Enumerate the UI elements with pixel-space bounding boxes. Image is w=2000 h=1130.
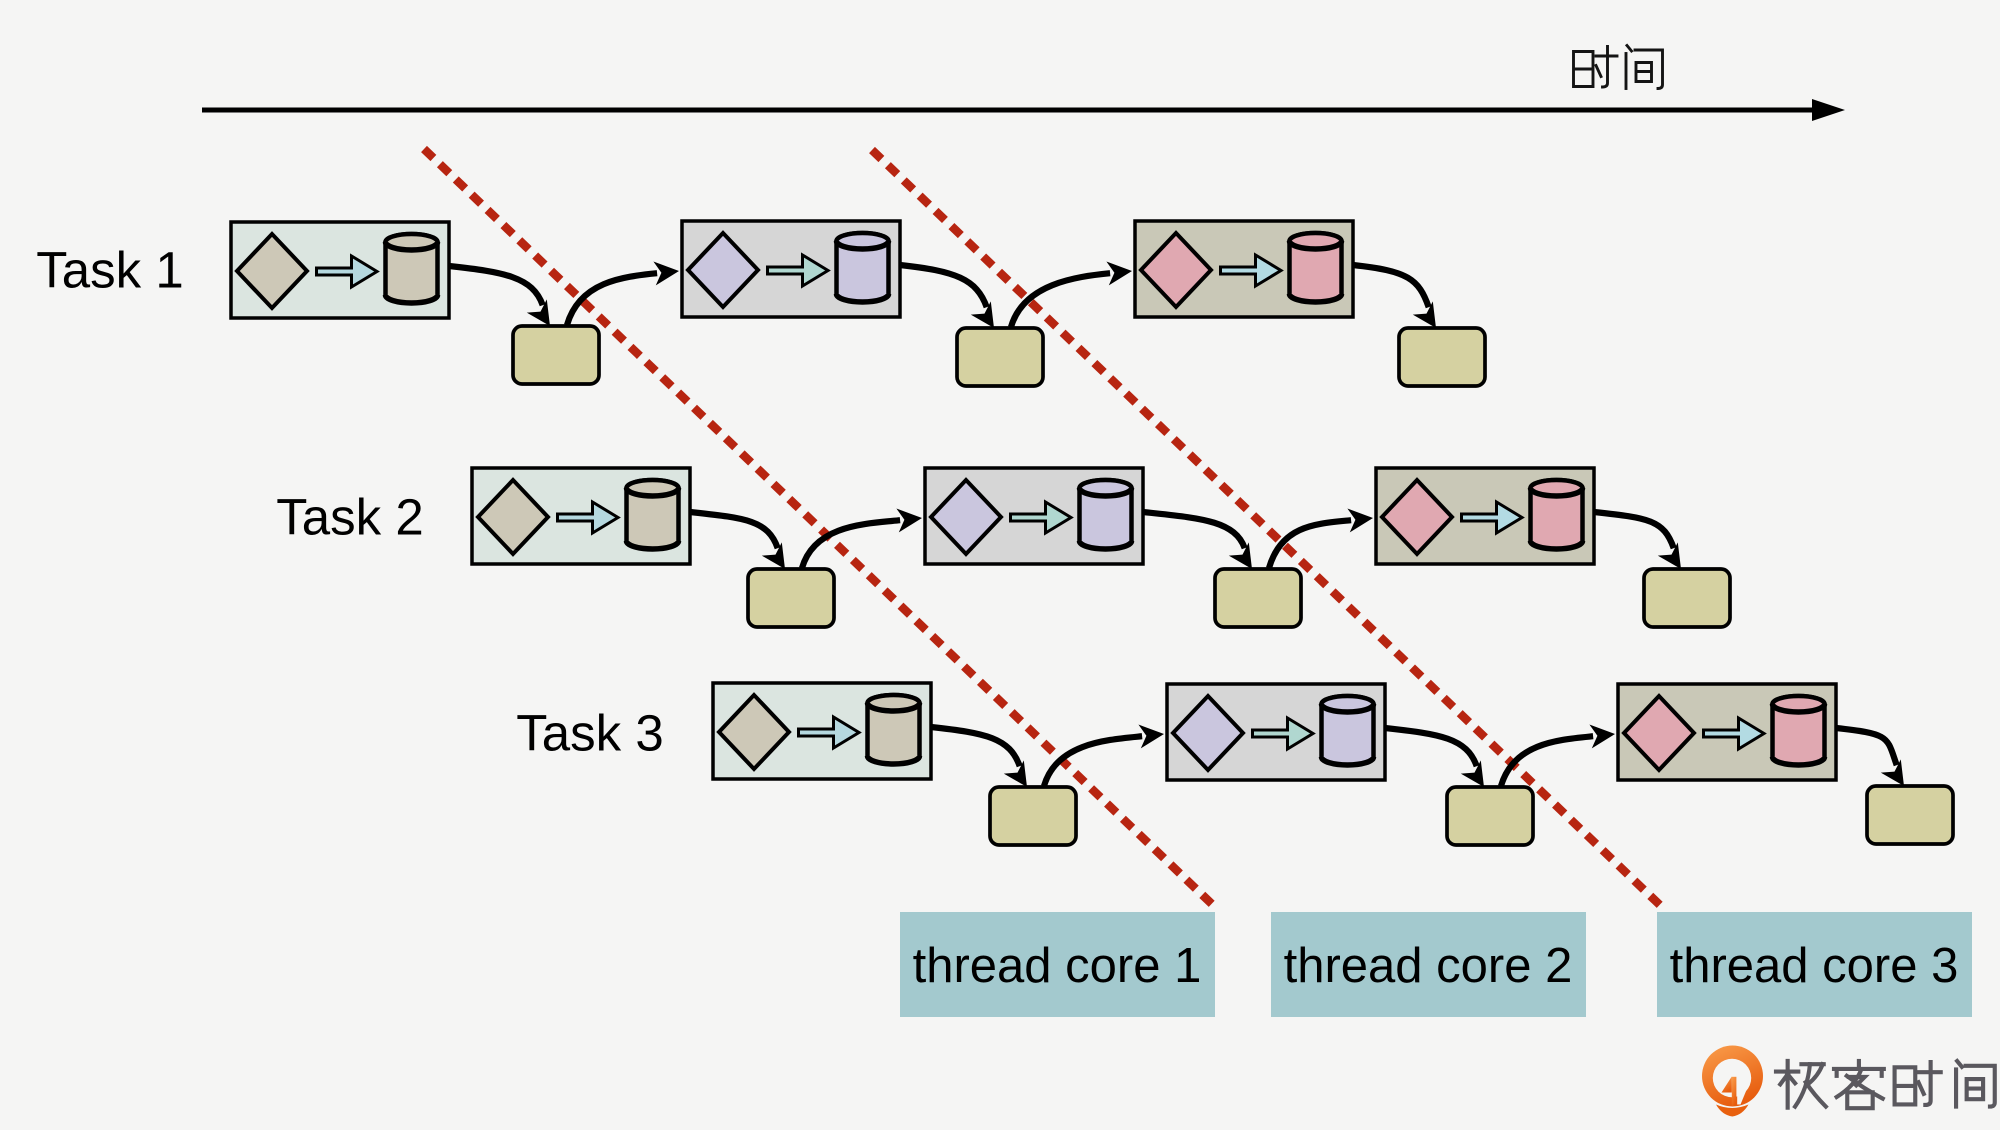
svg-text:Task 2: Task 2 xyxy=(276,489,423,546)
svg-text:thread core 2: thread core 2 xyxy=(1284,939,1573,993)
svg-text:thread core 1: thread core 1 xyxy=(913,939,1202,993)
svg-text:Task 1: Task 1 xyxy=(36,242,183,299)
svg-text:Task 3: Task 3 xyxy=(516,705,663,762)
svg-text:thread core 3: thread core 3 xyxy=(1670,939,1959,993)
